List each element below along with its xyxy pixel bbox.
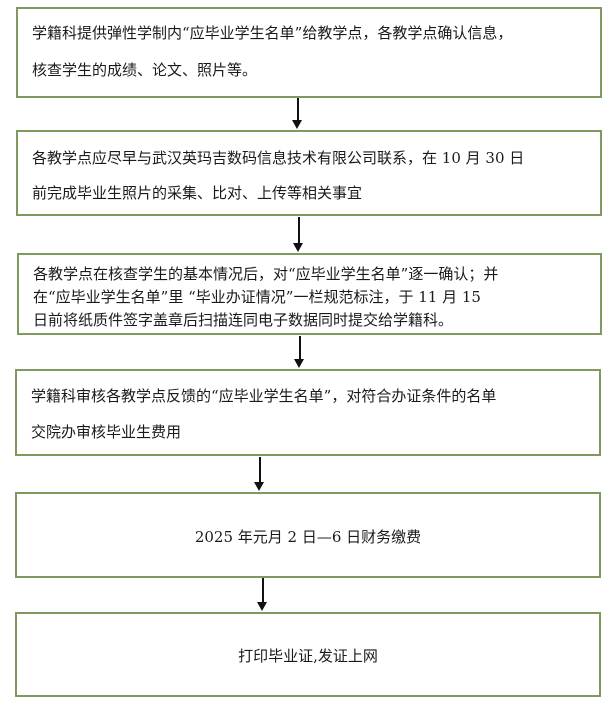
- down-arrow-icon: [294, 336, 306, 369]
- step-5-text: 2025 年元月 2 日—6 日财务缴费: [194, 528, 422, 546]
- step-3-line-1: 各教学点在核查学生的基本情况后，对“应毕业学生名单”逐一确认；并: [33, 265, 499, 283]
- step-4-line-2: 交院办审核毕业生费用: [31, 423, 182, 441]
- step-2-line-1: 各教学点应尽早与武汉英玛吉数码信息技术有限公司联系，在 10 月 30 日: [32, 149, 525, 167]
- step-1-line-1: 学籍科提供弹性学制内“应毕业学生名单”给教学点，各教学点确认信息，: [32, 24, 513, 42]
- flow-step-2: 各教学点应尽早与武汉英玛吉数码信息技术有限公司联系，在 10 月 30 日 前完…: [16, 130, 602, 216]
- down-arrow-icon: [257, 578, 269, 612]
- flow-step-5: 2025 年元月 2 日—6 日财务缴费: [15, 492, 601, 578]
- flow-step-1: 学籍科提供弹性学制内“应毕业学生名单”给教学点，各教学点确认信息， 核查学生的成…: [16, 7, 602, 98]
- down-arrow-icon: [293, 217, 305, 253]
- down-arrow-icon: [292, 98, 304, 130]
- step-3-line-2: 在“应毕业学生名单”里 “毕业办证情况”一栏规范标注，于 11 月 15: [33, 288, 481, 306]
- step-6-text: 打印毕业证,发证上网: [238, 647, 378, 665]
- step-3-line-3: 日前将纸质件签字盖章后扫描连同电子数据同时提交给学籍科。: [33, 311, 454, 329]
- step-4-line-1: 学籍科审核各教学点反馈的“应毕业学生名单”，对符合办证条件的名单: [31, 387, 497, 405]
- flow-step-6: 打印毕业证,发证上网: [15, 612, 601, 697]
- step-1-line-2: 核查学生的成绩、论文、照片等。: [32, 61, 258, 79]
- down-arrow-icon: [254, 457, 266, 492]
- flow-step-3: 各教学点在核查学生的基本情况后，对“应毕业学生名单”逐一确认；并 在“应毕业学生…: [17, 253, 602, 335]
- step-2-line-2: 前完成毕业生照片的采集、比对、上传等相关事宜: [32, 184, 363, 202]
- flow-step-4: 学籍科审核各教学点反馈的“应毕业学生名单”，对符合办证条件的名单 交院办审核毕业…: [15, 369, 601, 456]
